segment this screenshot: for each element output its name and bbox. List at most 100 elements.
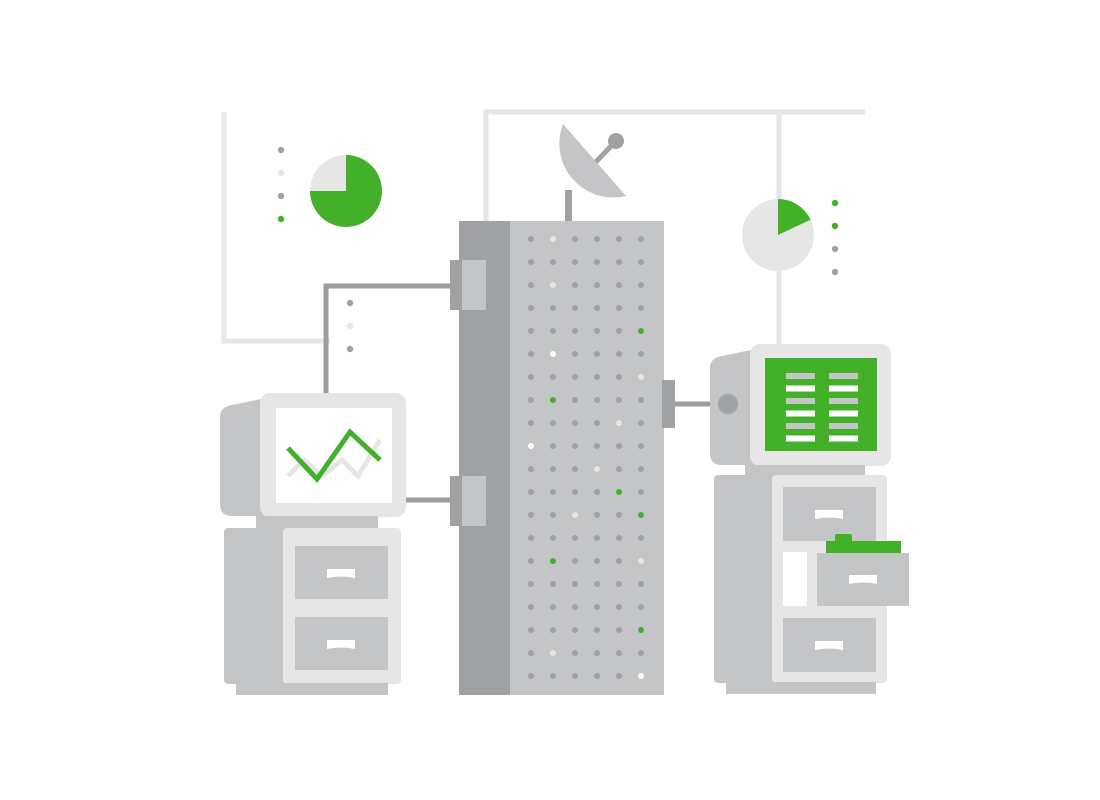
left-workstation: [220, 393, 406, 695]
sheet-cell: [786, 398, 815, 404]
server-led: [528, 535, 534, 541]
server-led: [616, 581, 622, 587]
server-led: [572, 489, 578, 495]
server-led: [572, 374, 578, 380]
server-led: [594, 282, 600, 288]
right-cabinet-side: [714, 475, 780, 683]
server-led: [550, 558, 556, 564]
server-led: [528, 305, 534, 311]
server-led: [616, 305, 622, 311]
server-led: [594, 305, 600, 311]
right-legend-dots: [831, 199, 839, 276]
server-led: [550, 489, 556, 495]
sheet-cell: [829, 435, 858, 442]
server-led: [550, 650, 556, 656]
server-led: [616, 328, 622, 334]
server-led: [594, 420, 600, 426]
server-led: [528, 259, 534, 265]
server-led: [550, 673, 556, 679]
server-led: [594, 558, 600, 564]
server-led: [572, 305, 578, 311]
server-led: [528, 374, 534, 380]
server-led: [550, 282, 556, 288]
server-led: [572, 259, 578, 265]
pie-chart-icon: [310, 155, 382, 227]
server-led: [638, 351, 644, 357]
server-led: [528, 604, 534, 610]
folder-icon: [826, 534, 901, 553]
server-led: [550, 374, 556, 380]
right-monitor-screen: [765, 358, 877, 451]
sheet-cell: [829, 423, 858, 429]
server-led: [616, 489, 622, 495]
server-led: [616, 650, 622, 656]
server-led: [572, 397, 578, 403]
pie-chart-icon: [742, 199, 814, 271]
server-led: [638, 512, 644, 518]
sheet-cell: [786, 373, 815, 379]
server-led: [550, 397, 556, 403]
pie-slice: [310, 155, 382, 227]
server-led: [550, 466, 556, 472]
server-led: [528, 512, 534, 518]
right-drawer-top: [783, 487, 876, 541]
satellite-dish-icon: [559, 124, 626, 224]
left-drawer-bottom: [295, 617, 388, 670]
server-led: [616, 282, 622, 288]
server-led: [572, 512, 578, 518]
server-led: [550, 512, 556, 518]
server-led: [528, 328, 534, 334]
server-led: [572, 443, 578, 449]
server-led: [528, 397, 534, 403]
server-led: [638, 604, 644, 610]
server-led: [572, 558, 578, 564]
server-led: [594, 581, 600, 587]
server-led: [528, 443, 534, 449]
server-led: [594, 627, 600, 633]
server-led: [572, 673, 578, 679]
server-led: [638, 581, 644, 587]
server-led-grid: [528, 236, 644, 679]
sheet-cell: [829, 398, 858, 404]
server-led: [638, 673, 644, 679]
server-front-panel: [510, 221, 664, 695]
server-led: [550, 351, 556, 357]
server-led: [594, 650, 600, 656]
right-drawer-bottom: [783, 618, 876, 672]
server-led: [594, 489, 600, 495]
server-led: [594, 512, 600, 518]
sheet-cell: [829, 373, 858, 379]
sheet-cell: [786, 385, 815, 392]
server-led: [638, 489, 644, 495]
server-led: [550, 443, 556, 449]
server-led: [528, 351, 534, 357]
server-led: [550, 259, 556, 265]
server-led: [550, 305, 556, 311]
sheet-cell: [786, 423, 815, 429]
server-led: [638, 328, 644, 334]
server-led: [528, 581, 534, 587]
server-led: [572, 581, 578, 587]
server-led: [528, 236, 534, 242]
sheet-cell: [829, 385, 858, 392]
server-led: [550, 581, 556, 587]
server-led: [638, 282, 644, 288]
server-led: [594, 466, 600, 472]
server-led: [550, 328, 556, 334]
server-led: [616, 535, 622, 541]
pie-slice: [778, 199, 811, 235]
server-led: [572, 328, 578, 334]
server-led: [550, 627, 556, 633]
sheet-cell: [829, 410, 858, 417]
server-led: [528, 650, 534, 656]
server-led: [638, 305, 644, 311]
server-led: [572, 282, 578, 288]
server-tower: [459, 221, 664, 695]
server-led: [528, 558, 534, 564]
server-led: [616, 512, 622, 518]
server-led: [638, 259, 644, 265]
server-led: [616, 236, 622, 242]
left-legend-dots: [277, 146, 285, 223]
server-led: [638, 420, 644, 426]
server-led: [616, 351, 622, 357]
